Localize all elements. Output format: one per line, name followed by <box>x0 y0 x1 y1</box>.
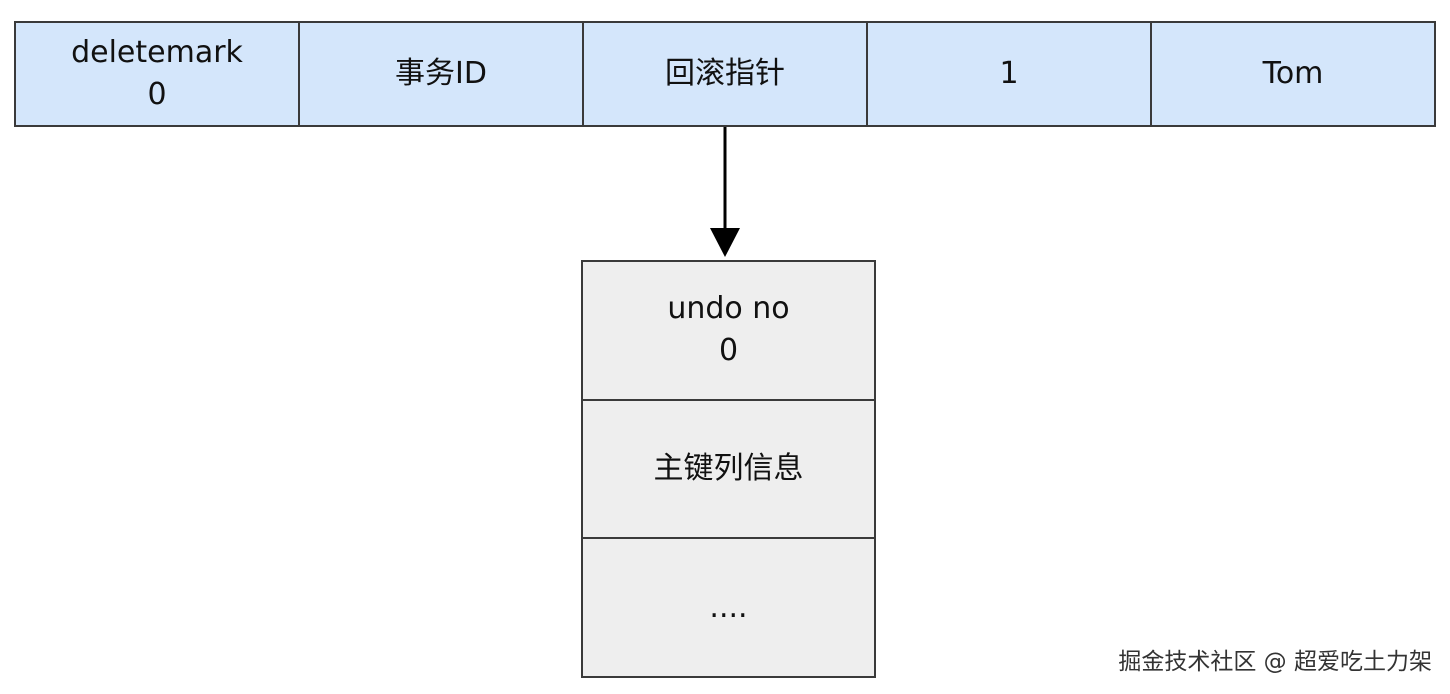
undo-log-record: undo no 0 主键列信息 .... <box>581 260 876 679</box>
undo-cell-ellipsis: .... <box>581 537 876 679</box>
record-cell-rollback-pointer: 回滚指针 <box>582 21 868 127</box>
record-cell-id-value: 1 <box>866 21 1152 127</box>
undo-cell-primary-key-info: 主键列信息 <box>581 398 876 540</box>
undo-cell-undo-no: undo no 0 <box>581 260 876 401</box>
record-cell-name-value: Tom <box>1150 21 1436 127</box>
watermark: 掘金技术社区 @ 超爱吃土力架 <box>1118 649 1432 675</box>
record-cell-deletemark: deletemark 0 <box>14 21 300 127</box>
arrow-head-icon <box>710 228 740 257</box>
record-row: deletemark 0 事务ID 回滚指针 1 Tom <box>14 21 1436 127</box>
